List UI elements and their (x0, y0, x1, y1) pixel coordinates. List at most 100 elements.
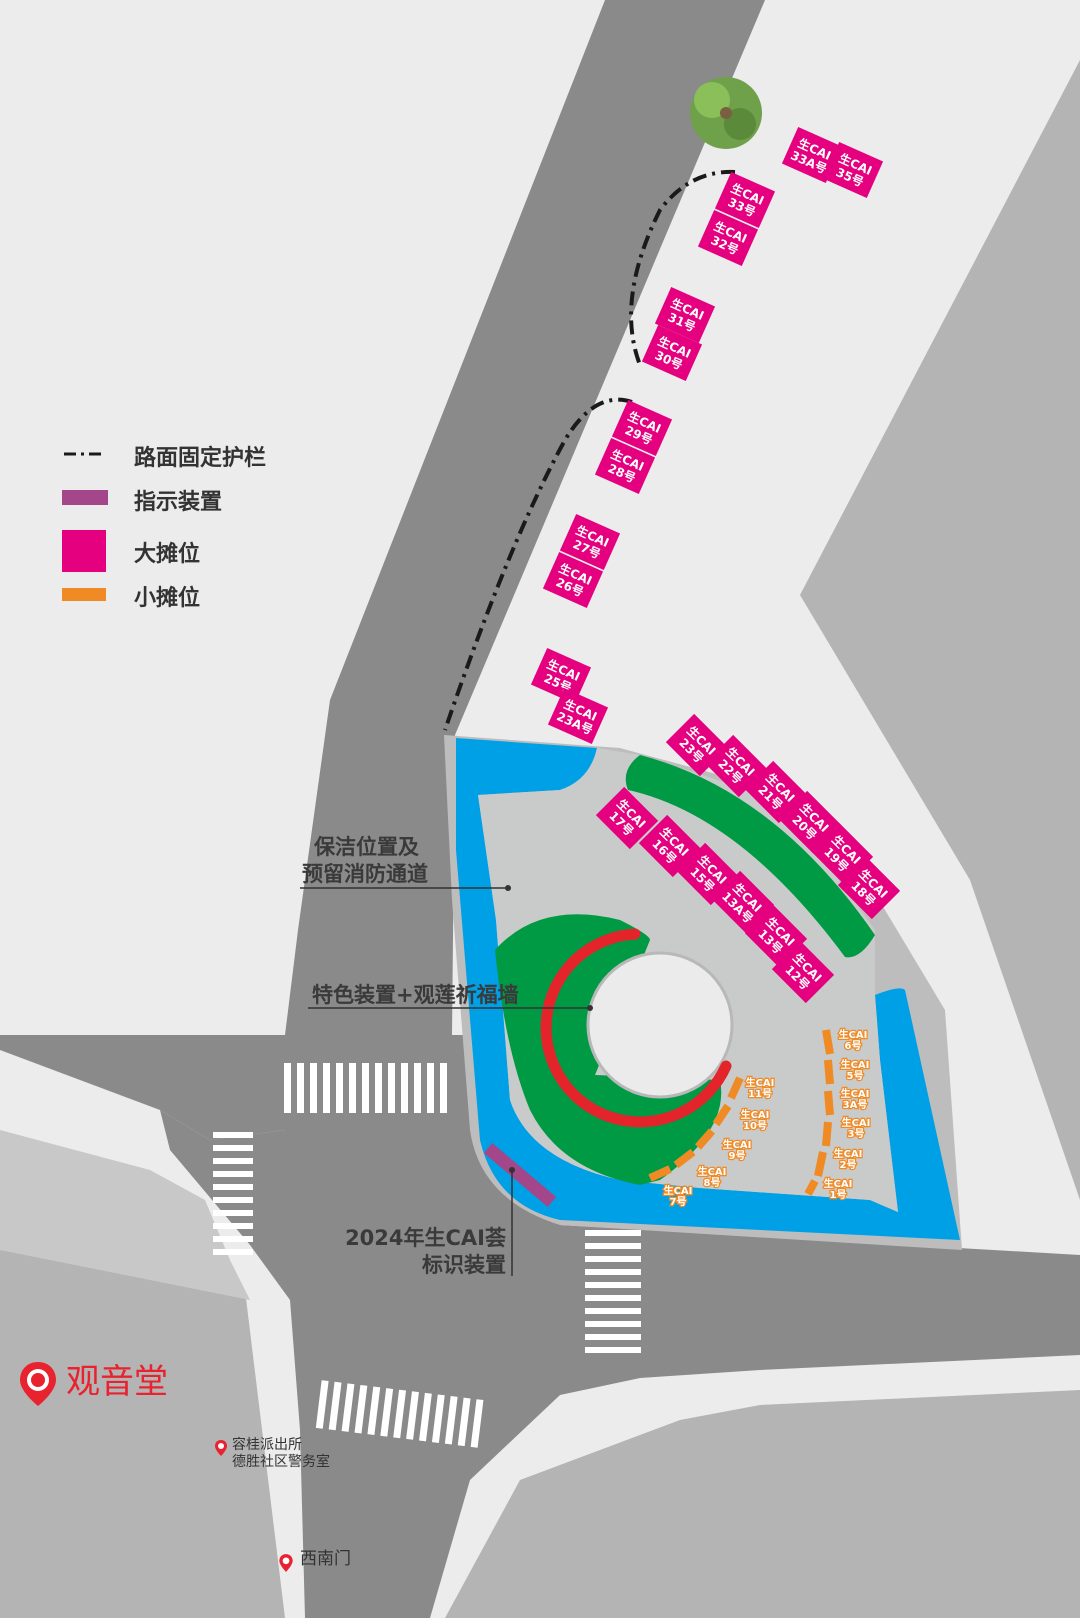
large-stall-block (530, 647, 592, 705)
leader-sign-dot (509, 1167, 515, 1173)
indicator-swatch (62, 490, 108, 505)
crosswalk-east (585, 1230, 641, 1353)
small-stall-label-line2: 10号 (743, 1120, 767, 1132)
road-north (285, 0, 765, 1035)
poi-southwest-gate-label: 西南门 (300, 1549, 351, 1569)
large-stall-block (654, 286, 716, 344)
small-stall-bar[interactable] (804, 1179, 819, 1196)
small-stall-label-line2: 5号 (847, 1070, 864, 1082)
small-stall-bar[interactable] (822, 1121, 832, 1147)
small-stall-bar[interactable] (727, 1076, 744, 1100)
small-stall-bar[interactable] (648, 1165, 672, 1182)
legend-small-stall: 小摊位 (62, 580, 322, 620)
poi-police-label: 容桂派出所 德胜社区警务室 (232, 1437, 330, 1471)
small-stall-bar[interactable] (824, 1059, 834, 1085)
small-stall-label-line1: 生CAI (841, 1087, 870, 1100)
large-stall-block (595, 786, 659, 850)
large-stall-block (714, 171, 776, 229)
legend-indicator-label: 指示装置 (134, 490, 223, 515)
poi-guanyintang-label: 观音堂 (66, 1362, 168, 1402)
large-stall-block (837, 856, 901, 920)
legend-guardrail-label: 路面固定护栏 (134, 446, 267, 471)
small-stall-bar[interactable] (824, 1090, 834, 1116)
legend-large-stall-label: 大摊位 (134, 542, 201, 567)
small-stall-bar[interactable] (694, 1128, 716, 1150)
large-stall-block (547, 687, 609, 745)
poi-police-line2: 德胜社区警务室 (232, 1454, 330, 1470)
large-stall-block (594, 437, 656, 495)
crosswalk-north (284, 1063, 447, 1113)
small-stall-label-line1: 生CAI (834, 1147, 863, 1160)
small-stall-label-line2: 3号 (848, 1128, 865, 1140)
small-stall-bar[interactable] (673, 1148, 696, 1169)
tree-icon (690, 77, 762, 149)
small-stall-label-line2: 11号 (748, 1088, 772, 1100)
poi-police-line1: 容桂派出所 (232, 1437, 302, 1453)
small-stalls: 生CAI6号生CAI5号生CAI3A号生CAI3号生CAI2号生CAI1号生CA… (648, 1027, 872, 1210)
poi-guanyintang[interactable]: 观音堂 (18, 1360, 168, 1412)
road-island (0, 1130, 250, 1300)
large-stall-block (771, 940, 835, 1004)
small-stall-bar[interactable] (822, 1029, 834, 1055)
small-stall-bar[interactable] (814, 1151, 827, 1177)
annotation-cleaning-line1: 保洁位置及 (314, 835, 419, 859)
green-arc (625, 755, 875, 958)
large-stalls: 生CAI33A号生CAI35号生CAI33号生CAI32号生CAI31号生CAI… (530, 126, 901, 1004)
annotation-sign-line1: 2024年生CAI荟 (345, 1226, 506, 1250)
crosswalk-south (315, 1380, 484, 1448)
water-border (456, 738, 960, 1240)
large-stall-block (822, 141, 884, 199)
small-stall-label-line1: 生CAI (741, 1108, 770, 1121)
leader-cleaning-dot (505, 885, 511, 891)
small-stall-label-line2: 6号 (845, 1040, 862, 1052)
building-east (800, 60, 1080, 1200)
large-stall-block (704, 734, 768, 798)
annotation-feature: 特色装置+观莲祈福墙 (312, 982, 519, 1009)
leader-feature-dot (587, 1005, 593, 1011)
location-pin-icon (279, 1554, 293, 1572)
small-stall-bar[interactable] (712, 1103, 732, 1127)
small-stall-label-line1: 生CAI (723, 1138, 752, 1151)
annotation-cleaning-line2: 预留消防通道 (302, 862, 428, 886)
legend-small-stall-label: 小摊位 (134, 586, 201, 611)
small-stall-label-line2: 2号 (840, 1159, 857, 1171)
central-circle (586, 951, 734, 1099)
small-stall-label-line2: 8号 (704, 1177, 721, 1189)
large-stall-block (611, 399, 673, 457)
crosswalk-west (213, 1132, 253, 1255)
small-stall-label-line1: 生CAI (746, 1076, 775, 1089)
small-stall-label-line2: 9号 (729, 1150, 746, 1162)
large-stall-block (638, 814, 702, 878)
small-stall-label-line2: 7号 (670, 1196, 687, 1208)
legend-indicator: 指示装置 (62, 484, 322, 524)
small-stall-label-line1: 生CAI (698, 1165, 727, 1178)
small-stall-swatch (62, 588, 106, 601)
